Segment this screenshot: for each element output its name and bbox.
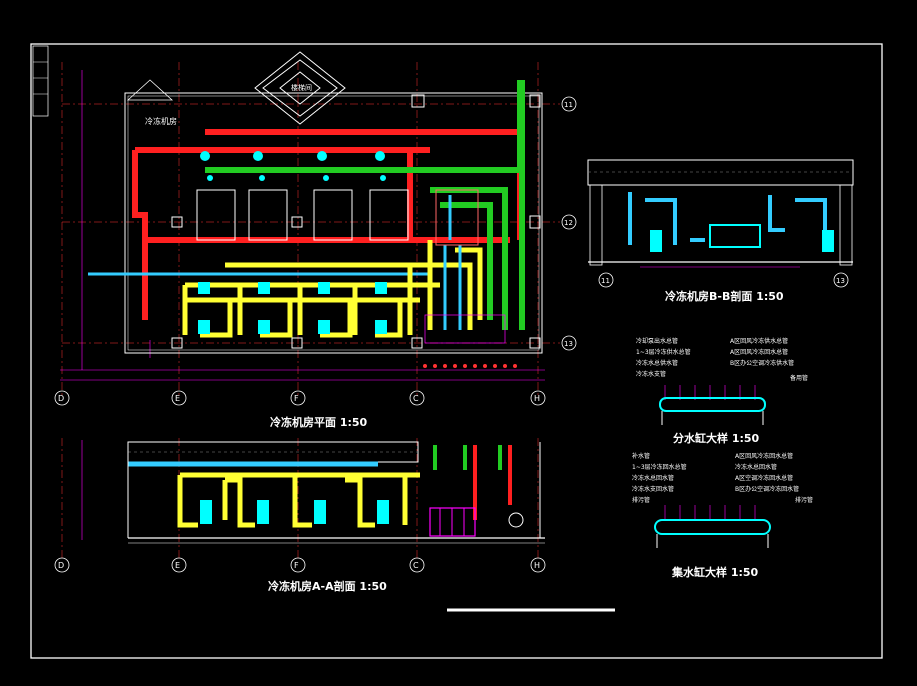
pump-2 [258, 320, 270, 334]
stair-label: 楼梯间 [291, 83, 312, 92]
stair-symbol [254, 51, 346, 125]
dist-label-6: B区办公空调冷冻供水管 [730, 359, 794, 367]
grid-H: H [534, 394, 540, 403]
plan-title: 冷冻机房平面 1:50 [270, 415, 368, 429]
bb-grid-11: 11 [601, 277, 610, 285]
dist-label-1: 1~3层冷冻供水总管 [636, 348, 691, 356]
dist-label-5: A区回风冷冻回水总管 [730, 348, 788, 356]
aa-grid-D: D [58, 561, 64, 570]
coll-label-2: 冷冻水总回水管 [632, 474, 674, 482]
chiller-3 [313, 189, 353, 241]
chiller-4 [369, 189, 409, 241]
drawing-border [30, 43, 883, 659]
coll-label-4: 排污管 [632, 496, 650, 504]
aa-grid-C: C [413, 561, 419, 570]
dist-label-4: A区回风冷冻供水总管 [730, 337, 788, 345]
section-bb-title: 冷冻机房B-B剖面 1:50 [665, 289, 784, 303]
coll-label-9: 排污管 [795, 496, 813, 504]
dist-label-7: 备用管 [790, 374, 808, 382]
aa-grid-E: E [175, 561, 180, 570]
pump-3 [318, 320, 330, 334]
coll-label-3: 冷冻水支回水管 [632, 485, 674, 493]
collector-detail: 补水管 1~3层冷冻回水总管 冷冻水总回水管 冷冻水支回水管 排污管 A区回风冷… [632, 452, 813, 579]
grid-C: C [413, 394, 419, 403]
grid-12: 12 [564, 219, 573, 227]
grid-E: E [175, 394, 180, 403]
dist-label-3: 冷冻水支管 [636, 370, 666, 378]
section-aa: D E F C H 冷冻机房A-A剖面 1:50 [54, 438, 615, 612]
coll-label-5: A区回风冷冻回水总管 [735, 452, 793, 460]
grid-F: F [294, 394, 299, 403]
grid-13: 13 [564, 340, 573, 348]
collector-body [654, 519, 771, 535]
coll-label-0: 补水管 [632, 452, 650, 460]
aa-grid-F: F [294, 561, 299, 570]
title-block-strip [32, 45, 49, 117]
room-wall [124, 92, 543, 354]
dist-label-2: 冷冻水总供水管 [636, 359, 678, 367]
room-label: 冷冻机房 [145, 116, 177, 126]
bb-grid-13: 13 [836, 277, 845, 285]
coll-label-6: 冷冻水总回水管 [735, 463, 777, 471]
grid-11: 11 [564, 101, 573, 109]
pump-4 [375, 320, 387, 334]
distributor-detail: 冷却泵出水总管 1~3层冷冻供水总管 冷冻水总供水管 冷冻水支管 A区回风冷冻供… [636, 337, 808, 445]
coll-label-8: B区办公空调冷冻回水管 [735, 485, 799, 493]
coll-label-1: 1~3层冷冻回水总管 [632, 463, 687, 471]
aa-grid-H: H [534, 561, 540, 570]
pump-1 [198, 320, 210, 334]
coll-label-7: A区空调冷冻回水总管 [735, 474, 793, 482]
grid-D: D [58, 394, 64, 403]
distributor-title: 分水缸大样 1:50 [673, 431, 760, 445]
plan-view: 楼梯间 冷冻机房 [54, 51, 577, 429]
section-bb: 11 13 冷冻机房B-B剖面 1:50 [587, 159, 854, 303]
section-aa-title: 冷冻机房A-A剖面 1:50 [268, 579, 387, 593]
chiller-1 [196, 189, 236, 241]
collector-title: 集水缸大样 1:50 [671, 565, 759, 579]
dist-label-0: 冷却泵出水总管 [636, 337, 678, 345]
chiller-2 [248, 189, 288, 241]
distributor-body [659, 397, 766, 412]
